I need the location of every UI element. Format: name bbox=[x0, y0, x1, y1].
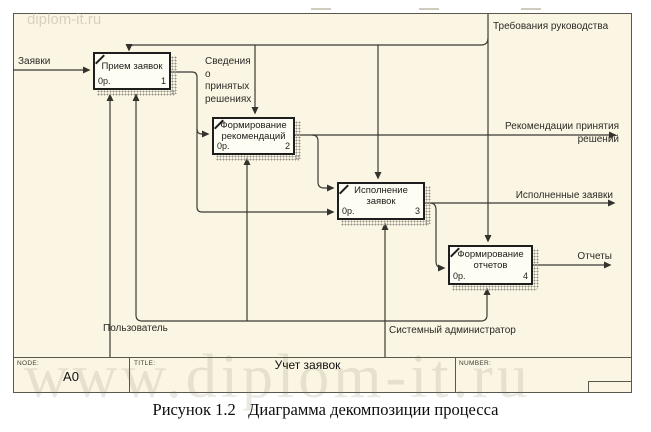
label-input-zayavki: Заявки bbox=[18, 56, 51, 67]
frame-tick bbox=[311, 8, 331, 10]
number-corner-tab bbox=[588, 381, 632, 393]
title-field-label: TITLE: bbox=[134, 360, 156, 367]
node-value: A0 bbox=[63, 369, 79, 384]
node-field-label: NODE: bbox=[17, 360, 40, 367]
figure-caption: Рисунок 1.2 Диаграмма декомпозиции проце… bbox=[152, 400, 499, 419]
activity-number: 3 bbox=[414, 206, 420, 216]
label-sysadmin: Системный администратор bbox=[389, 325, 516, 336]
number-field-label: NUMBER: bbox=[459, 360, 492, 367]
activity-title: Прием заявок bbox=[101, 60, 163, 72]
label-otchety: Отчеты bbox=[577, 251, 612, 262]
box-shadow-bottom bbox=[452, 285, 537, 291]
box-shadow-bottom bbox=[216, 155, 299, 161]
activity-cost: 0р. bbox=[342, 206, 355, 216]
label-ispolnennye: Исполненные заявки bbox=[515, 190, 613, 201]
activity-cost: 0р. bbox=[98, 76, 111, 86]
watermark-top: diplom-it.ru bbox=[27, 11, 102, 28]
titlebar-divider bbox=[129, 358, 130, 393]
frame-tick bbox=[419, 8, 439, 10]
activity-box-1: Прием заявок 0р. 1 bbox=[93, 52, 177, 96]
label-svedeniya: Сведения о принятых решениях bbox=[205, 56, 252, 105]
activity-box-2: Формирование рекомендаций 0р. 2 bbox=[212, 117, 301, 161]
titlebar-top-line bbox=[13, 356, 632, 358]
box-shadow-right bbox=[533, 249, 539, 289]
box-shadow-right bbox=[295, 121, 301, 159]
box-shadow-right bbox=[425, 186, 431, 224]
activity-cost: 0р. bbox=[217, 141, 230, 151]
activity-title: Формирование рекомендаций bbox=[220, 120, 287, 142]
box-shadow-right bbox=[171, 56, 177, 94]
activity-box-4: Формирование отчетов 0р. 4 bbox=[448, 245, 539, 291]
label-rekomendacii: Рекомендации принятия решений bbox=[505, 121, 619, 145]
activity-cost: 0р. bbox=[453, 271, 466, 281]
box-shadow-bottom bbox=[341, 220, 429, 226]
diagram-title: Учет заявок bbox=[274, 358, 341, 372]
activity-title: Исполнение заявок bbox=[354, 185, 408, 207]
box-shadow-bottom bbox=[97, 90, 175, 96]
titlebar-divider bbox=[455, 358, 456, 393]
activity-number: 4 bbox=[522, 271, 528, 281]
watermark-bottom: www.diplom-it.ru bbox=[24, 343, 532, 411]
label-polzovatel: Пользователь bbox=[103, 323, 168, 334]
activity-box-3: Исполнение заявок 0р. 3 bbox=[337, 182, 431, 226]
label-trebovaniya: Требования руководства bbox=[493, 21, 609, 32]
activity-number: 1 bbox=[160, 76, 166, 86]
frame-tick bbox=[521, 8, 541, 10]
activity-title: Формирование отчетов bbox=[457, 249, 524, 271]
activity-number: 2 bbox=[284, 141, 290, 151]
